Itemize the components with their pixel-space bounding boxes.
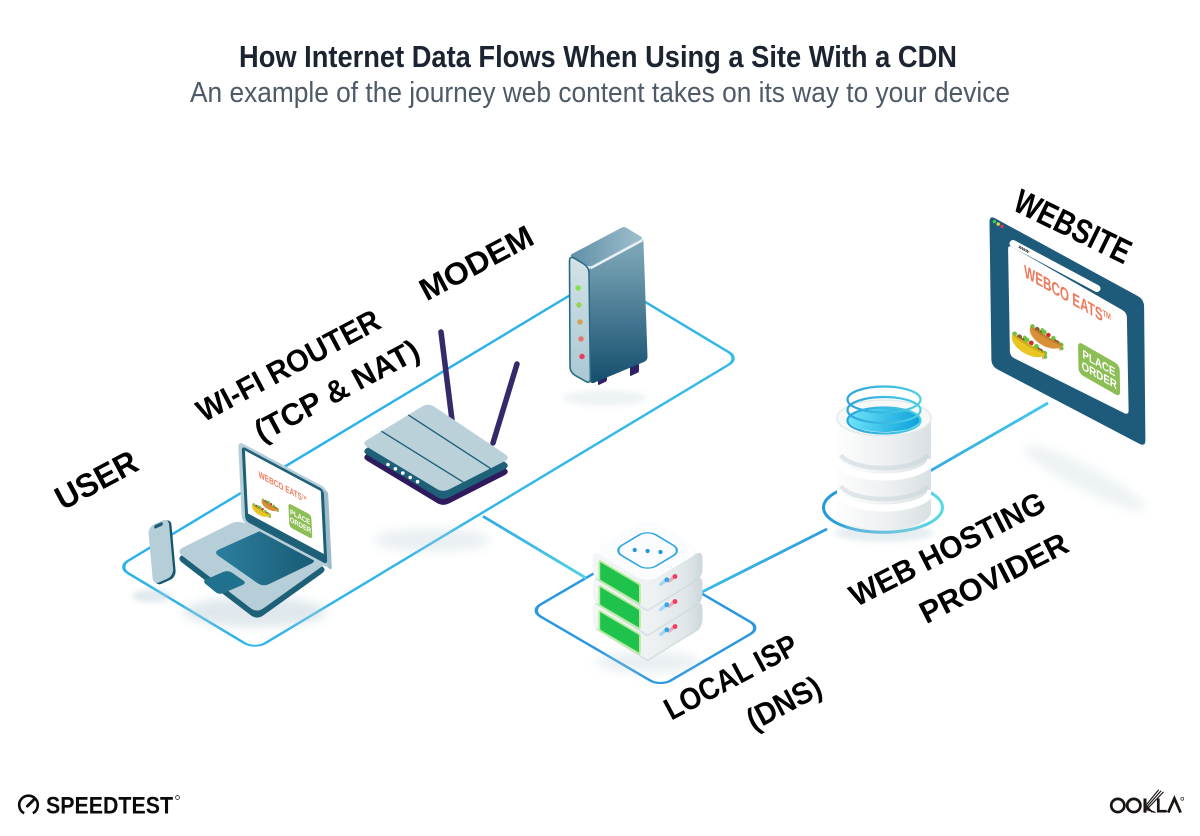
svg-text:An example of the journey web: An example of the journey web content ta… bbox=[190, 77, 1010, 109]
svg-text:SPEEDTEST: SPEEDTEST bbox=[46, 793, 173, 820]
svg-text:How Internet Data Flows When U: How Internet Data Flows When Using a Sit… bbox=[239, 39, 957, 74]
svg-text:www: www bbox=[1016, 244, 1030, 255]
